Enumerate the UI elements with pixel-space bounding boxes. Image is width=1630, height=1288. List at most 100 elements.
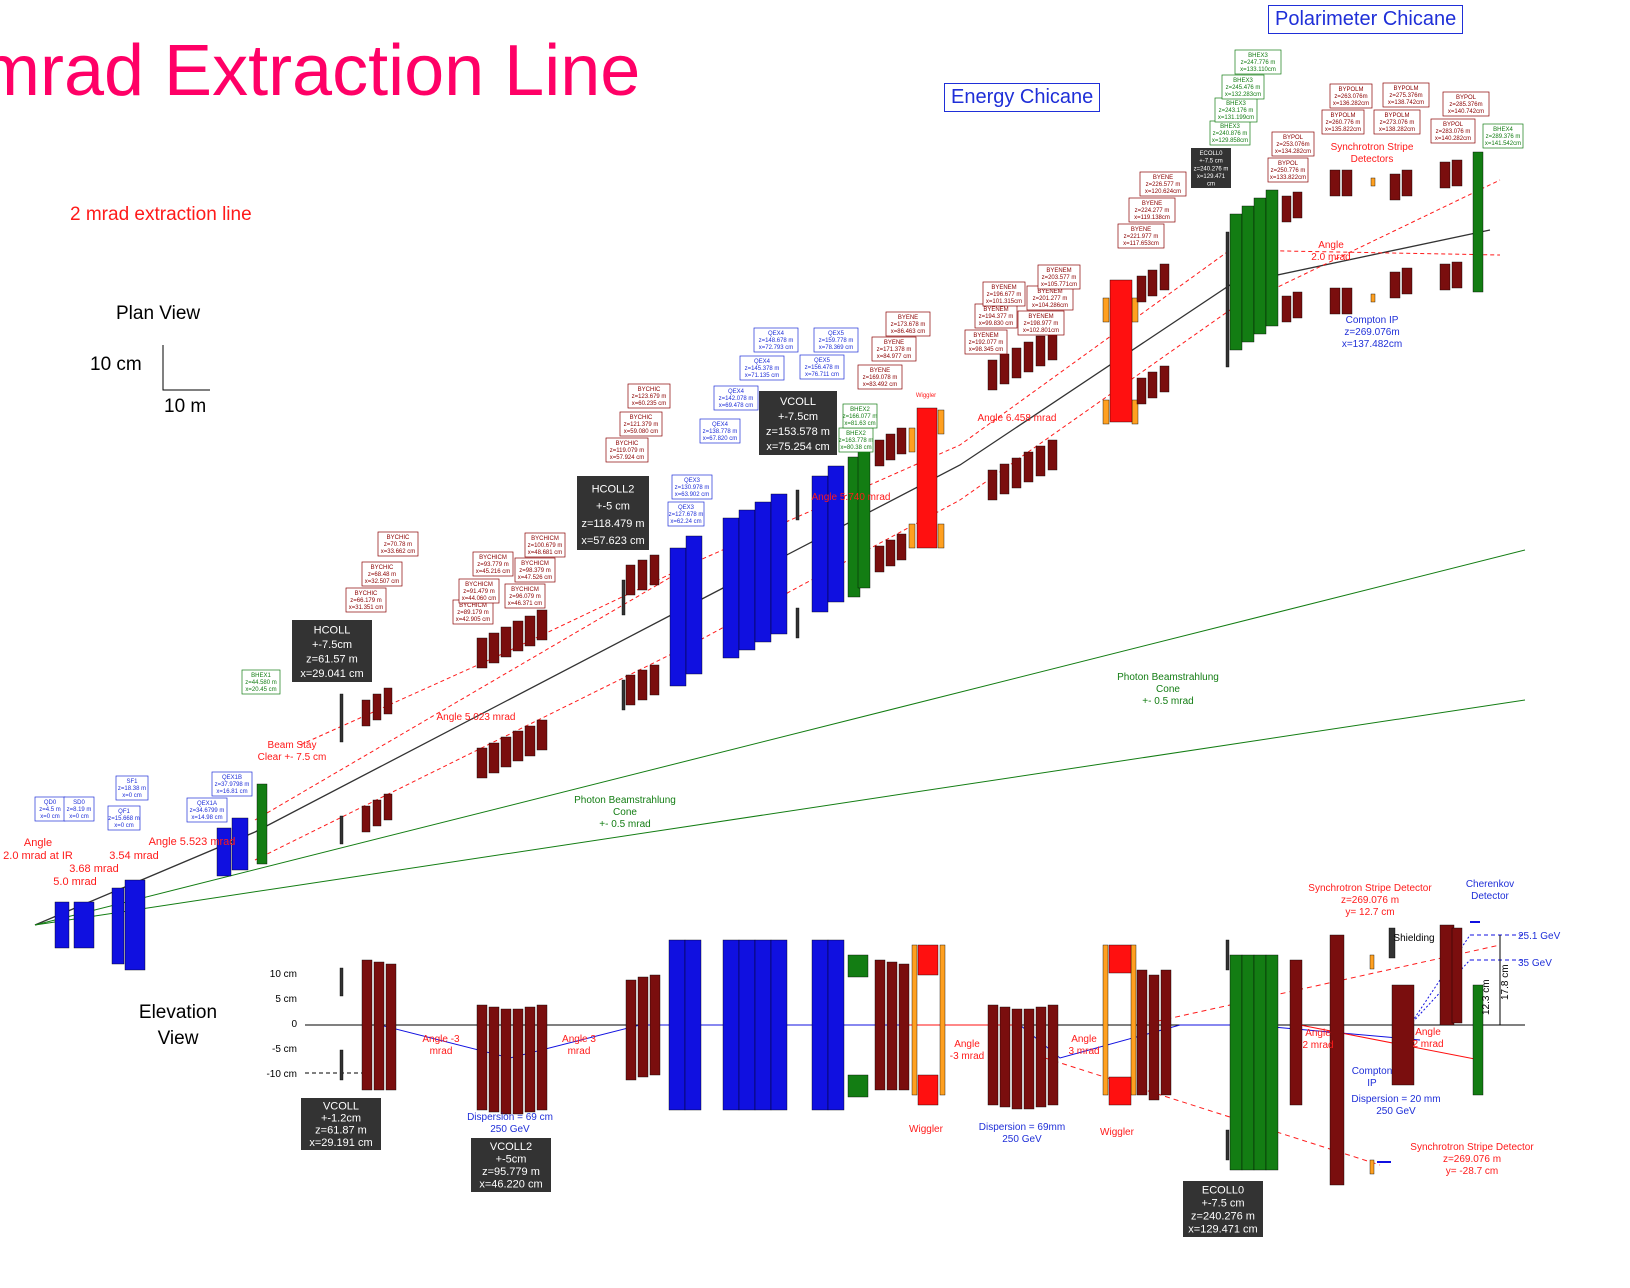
dipole-magnet bbox=[1136, 275, 1147, 303]
pole-piece bbox=[1102, 399, 1110, 425]
dipole-magnet bbox=[1035, 445, 1046, 477]
element-tag-text: z=224.277 m bbox=[1135, 208, 1170, 214]
element-tag-text: z=250.776 m bbox=[1271, 168, 1306, 174]
element-tag-text: BYENE bbox=[1153, 175, 1173, 181]
element-tag-text: x=129.858cm bbox=[1212, 138, 1248, 144]
dipole-magnet bbox=[874, 439, 885, 467]
collimator-box-text: x=129.471 bbox=[1197, 174, 1226, 180]
element-tag-box bbox=[885, 311, 931, 337]
element-tag-text: z=138.778 m bbox=[703, 429, 738, 435]
element-tag-text: BHEX2 bbox=[846, 431, 866, 437]
element-tag-text: z=18.38 m bbox=[118, 786, 146, 792]
annotation-text: Compton IP bbox=[1346, 315, 1399, 326]
collimator-jaw bbox=[339, 815, 344, 845]
energy-chicane-label: Energy Chicane bbox=[944, 83, 1101, 112]
element-tag-text: x=72.793 cm bbox=[759, 345, 794, 351]
dipole-magnet bbox=[625, 674, 636, 706]
bend-magnet bbox=[1472, 984, 1484, 1096]
annotation-text: Cone bbox=[613, 807, 637, 818]
element-tag-text: z=34.6799 m bbox=[190, 808, 225, 814]
collimator-box-text: x=57.623 cm bbox=[581, 535, 644, 547]
element-tag-text: x=46.371 cm bbox=[508, 601, 543, 607]
annotation-text: 2.0 mrad at IR bbox=[3, 850, 73, 862]
dipole-magnet bbox=[385, 963, 397, 1091]
collimator-jaw bbox=[1225, 939, 1230, 971]
dipole-magnet bbox=[1148, 974, 1160, 1101]
element-tag-text: z=98.379 m bbox=[519, 568, 551, 574]
element-tag-box bbox=[458, 578, 500, 604]
annotation-text: Synchrotron Stripe Detector bbox=[1410, 1142, 1534, 1153]
plan-view-label: Plan View bbox=[116, 303, 201, 324]
quadrupole-magnet bbox=[770, 493, 788, 635]
element-tag-text: z=226.577 m bbox=[1146, 182, 1181, 188]
element-tag-text: BYCHIC bbox=[387, 535, 410, 541]
element-tag-box bbox=[842, 403, 878, 429]
element-tag-box bbox=[1373, 109, 1421, 135]
annotation-text: z=269.076 m bbox=[1341, 895, 1399, 906]
dipole-magnet bbox=[1035, 335, 1046, 367]
dipole-magnet bbox=[625, 564, 636, 596]
element-tag-text: x=83.492 cm bbox=[863, 382, 898, 388]
element-tag-text: BYCHIC bbox=[638, 387, 661, 393]
quadrupole-magnet bbox=[827, 465, 845, 603]
collimator-box-text: x=29.191 cm bbox=[309, 1137, 372, 1149]
element-tag-text: z=70.78 m bbox=[384, 542, 412, 548]
element-tag-box bbox=[799, 354, 845, 380]
element-tag-text: z=198.977 m bbox=[1024, 321, 1059, 327]
collimator-box-text: z=240.276 m bbox=[1194, 166, 1229, 172]
annotation-text: +- 0.5 mrad bbox=[1142, 696, 1193, 707]
element-tag-text: x=48.681 cm bbox=[528, 550, 563, 556]
collimator-jaw bbox=[339, 967, 344, 997]
extraction-line-subtitle: 2 mrad extraction line bbox=[70, 204, 252, 225]
dipole-magnet bbox=[1160, 969, 1172, 1096]
annotation-text: 25.1 GeV bbox=[1518, 931, 1561, 942]
annotation-text: Wiggler bbox=[909, 1124, 944, 1135]
polarimeter-chicane-label: Polarimeter Chicane bbox=[1268, 5, 1464, 34]
scale-horizontal-label: 10 m bbox=[164, 396, 207, 417]
elevation-tick-label: 10 cm bbox=[270, 969, 297, 980]
element-tag-text: BYCHIC bbox=[616, 441, 639, 447]
pole-piece bbox=[937, 523, 945, 549]
collimator-box-text: ECOLL0 bbox=[1202, 1184, 1244, 1196]
quadrupole-magnet bbox=[73, 901, 95, 949]
dipole-magnet bbox=[1401, 169, 1413, 197]
dipole-magnet bbox=[1011, 1008, 1023, 1110]
element-tag-text: z=89.179 m bbox=[457, 610, 489, 616]
element-tag-text: x=57.924 cm bbox=[610, 455, 645, 461]
dipole-magnet bbox=[1281, 295, 1292, 323]
collimator-jaw bbox=[1388, 927, 1396, 959]
element-tag-box bbox=[1026, 285, 1074, 311]
dipole-magnet bbox=[1329, 287, 1341, 315]
collimator-box-text: z=240.276 m bbox=[1191, 1210, 1255, 1222]
collimator-box-bg bbox=[759, 391, 837, 455]
dipole-magnet bbox=[361, 699, 371, 727]
dipole-magnet bbox=[1451, 927, 1463, 1024]
element-tag-box bbox=[619, 411, 663, 437]
element-tag-box bbox=[753, 327, 799, 353]
collimator-box-text: ECOLL0 bbox=[1199, 151, 1223, 157]
element-tag-box bbox=[1382, 82, 1430, 108]
element-tag-text: x=76.711 cm bbox=[805, 372, 839, 378]
element-tag-text: BHEX3 bbox=[1220, 124, 1240, 130]
pole-piece bbox=[1102, 944, 1109, 1096]
wiggler-magnet bbox=[1109, 279, 1133, 423]
element-tag-text: x=44.060 cm bbox=[462, 596, 497, 602]
dipole-magnet bbox=[1389, 271, 1401, 299]
annotation-text: Dispersion = 69mm bbox=[979, 1122, 1065, 1133]
dipole-magnet bbox=[383, 687, 393, 715]
element-tag-text: x=133.110cm bbox=[1240, 67, 1276, 73]
element-tag-text: x=31.351 cm bbox=[349, 605, 384, 611]
annotation-text: Angle 3 bbox=[562, 1034, 596, 1045]
element-tag-text: BYENE bbox=[898, 315, 918, 321]
collimator-jaw bbox=[795, 607, 800, 639]
